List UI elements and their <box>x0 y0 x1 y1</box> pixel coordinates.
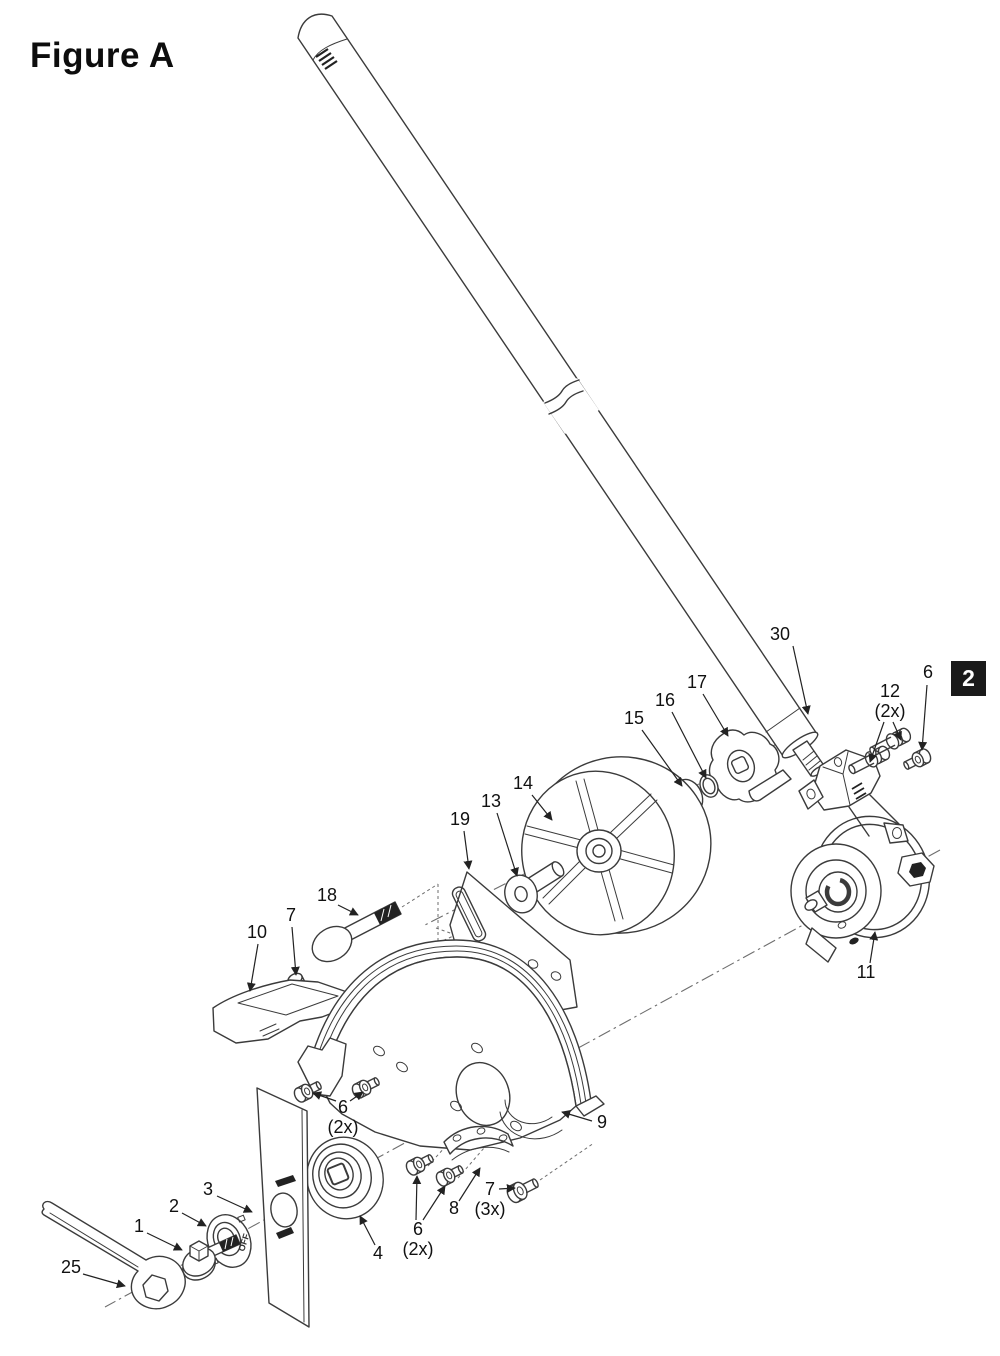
leader-line-13 <box>496 812 519 877</box>
callout-label-16-4: 16 <box>655 690 675 710</box>
leader-line-7 <box>498 1184 516 1193</box>
callout-qty-6-15: (2x) <box>403 1239 434 1259</box>
callout-label-12-2: 12 <box>880 681 900 701</box>
callout-label-30-0: 30 <box>770 624 790 644</box>
leader-line-12 <box>868 721 885 763</box>
leader-line-6 <box>422 1185 446 1221</box>
callout-label-8-16: 8 <box>449 1198 459 1218</box>
leader-line-7 <box>290 926 300 976</box>
leader-line-18 <box>337 904 359 916</box>
part-9-blade-guard <box>297 939 605 1151</box>
callout-label-10-11: 10 <box>247 922 267 942</box>
callout-layer: 30612(2x)171615141319187101196(2x)6(2x)8… <box>61 624 933 1289</box>
callout-label-6-14: 6 <box>338 1097 348 1117</box>
callout-label-1-21: 1 <box>134 1216 144 1236</box>
part-13-shoulder-bolt <box>504 861 565 914</box>
callout-label-9-13: 9 <box>597 1112 607 1132</box>
leader-line-3 <box>216 1195 253 1213</box>
part-1-hex-bolt <box>182 1234 241 1281</box>
callout-label-3-19: 3 <box>203 1179 213 1199</box>
leader-line-16 <box>671 711 707 779</box>
leader-line-17 <box>702 693 729 737</box>
leader-line-9 <box>561 1110 593 1122</box>
leader-line-8 <box>458 1167 481 1202</box>
part-7-screw-bottom <box>503 1173 542 1206</box>
callout-qty-6-14: (2x) <box>328 1117 359 1137</box>
leader-line-14 <box>531 794 553 821</box>
part-8-clamp-strip <box>443 1125 514 1161</box>
callout-label-15-5: 15 <box>624 708 644 728</box>
callout-qty-12-2: (2x) <box>875 701 906 721</box>
callout-qty-7-17: (3x) <box>475 1199 506 1219</box>
callout-label-18-9: 18 <box>317 885 337 905</box>
callout-label-7-10: 7 <box>286 905 296 925</box>
callout-label-13-7: 13 <box>481 791 501 811</box>
leader-line-1 <box>146 1232 183 1251</box>
leader-line-19 <box>463 830 473 870</box>
page-number-badge: 2 <box>951 661 986 696</box>
callout-label-14-6: 14 <box>513 773 533 793</box>
leader-line-25 <box>82 1273 126 1289</box>
leader-line-2 <box>181 1212 207 1227</box>
part-4-blade-flange <box>306 1136 384 1220</box>
callout-label-19-8: 19 <box>450 809 470 829</box>
leader-line-6 <box>312 1091 337 1102</box>
part-30-shaft-pole <box>297 13 826 777</box>
callout-label-2-20: 2 <box>169 1196 179 1216</box>
part-3-edger-blade <box>256 1087 310 1328</box>
leader-line-4 <box>359 1215 376 1246</box>
callout-label-6-1: 6 <box>923 662 933 682</box>
callout-label-7-17: 7 <box>485 1179 495 1199</box>
callout-label-25-22: 25 <box>61 1257 81 1277</box>
figure-title: Figure A <box>30 36 175 75</box>
callout-label-17-3: 17 <box>687 672 707 692</box>
leader-line-15 <box>641 729 683 787</box>
callout-label-4-18: 4 <box>373 1243 383 1263</box>
callout-label-11-12: 11 <box>857 962 876 982</box>
part-18-carriage-bolt <box>311 901 402 963</box>
leader-line-12 <box>892 721 902 741</box>
leader-line-11 <box>869 931 879 964</box>
part-25-wrench <box>41 1200 186 1310</box>
part-17-wing-knob <box>708 729 792 803</box>
leader-line-6 <box>349 1091 364 1102</box>
part-6-screw-top <box>900 746 934 774</box>
callout-label-6-15: 6 <box>413 1219 423 1239</box>
leader-line-6 <box>918 684 928 751</box>
part-14-wheel <box>521 756 712 936</box>
leader-line-30 <box>792 645 811 715</box>
part-11-gearbox-housing <box>790 749 935 963</box>
leader-line-6 <box>412 1175 422 1221</box>
leader-line-10 <box>246 943 259 992</box>
